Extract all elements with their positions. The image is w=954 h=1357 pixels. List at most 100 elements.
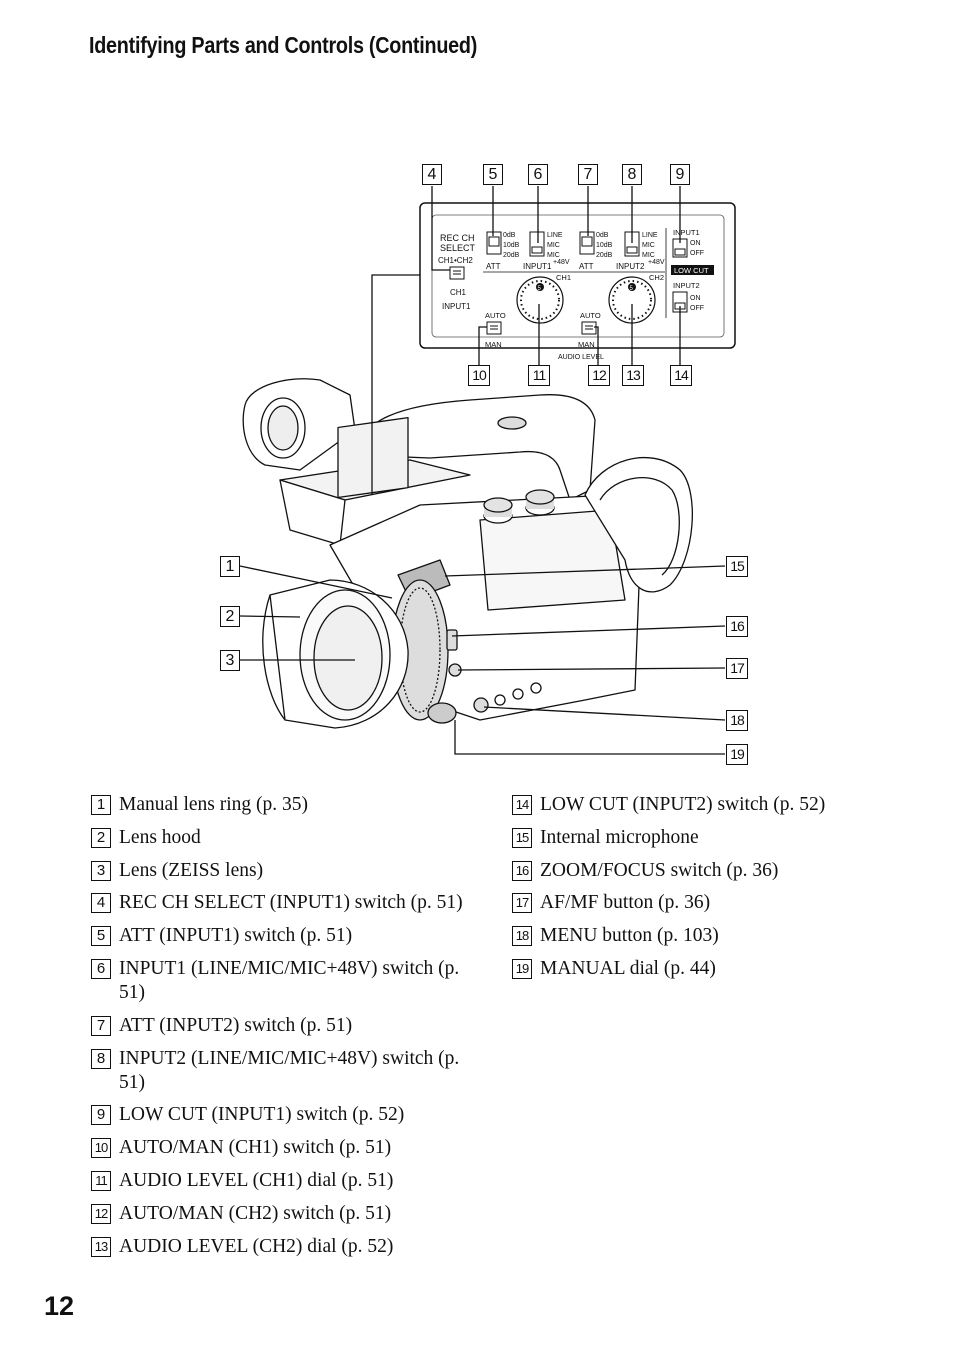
item-text: LOW CUT (INPUT1) switch (p. 52) [119, 1104, 405, 1126]
input1-label: INPUT1 [442, 302, 471, 311]
item-text: AUTO/MAN (CH1) switch (p. 51) [119, 1137, 392, 1159]
att2-label: ATT [579, 262, 594, 271]
item-text: AUDIO LEVEL (CH1) dial (p. 51) [119, 1169, 394, 1191]
att1-10db: 10dB [503, 242, 520, 249]
item-text: INPUT1 (LINE/MIC/MIC+48V) switch (p. 51) [119, 957, 460, 1003]
rec-ch-label-1: REC CH [440, 233, 475, 243]
dial1-mark: 5 [538, 286, 542, 292]
item-number: 10 [91, 1138, 111, 1159]
list-item: 7 ATT (INPUT2) switch (p. 51) [91, 1014, 471, 1038]
auto-man-ch2-switch [581, 321, 597, 335]
list-item: 12 AUTO/MAN (CH2) switch (p. 51) [91, 1202, 471, 1226]
item-number: 9 [91, 1105, 111, 1126]
list-item: 4 REC CH SELECT (INPUT1) switch (p. 51) [91, 891, 471, 915]
manual-dial [427, 702, 457, 724]
leader-lines [239, 186, 726, 755]
rec-ch-switch [449, 266, 465, 280]
item-number: 5 [91, 926, 111, 947]
att2-20db: 20dB [596, 252, 613, 259]
list-item: 8 INPUT2 (LINE/MIC/MIC+48V) switch (p. 51… [91, 1047, 471, 1095]
eyecup [584, 456, 693, 593]
att2-0db: 0dB [596, 232, 609, 239]
item-number: 19 [512, 958, 532, 979]
item-text: INPUT2 (LINE/MIC/MIC+48V) switch (p. 51) [119, 1047, 460, 1093]
item-text: Manual lens ring (p. 35) [119, 794, 309, 815]
item-number: 3 [91, 860, 111, 881]
in1-mic48: MIC [547, 252, 560, 259]
item-text: AUTO/MAN (CH2) switch (p. 51) [119, 1202, 392, 1224]
item-text: ATT (INPUT1) switch (p. 51) [119, 925, 353, 947]
item-number: 2 [91, 827, 111, 848]
low-cut-label: LOW CUT [674, 266, 709, 275]
item-text: ATT (INPUT2) switch (p. 51) [119, 1014, 353, 1036]
man2-label: MAN [578, 340, 595, 349]
callout-18: 18 [726, 710, 748, 731]
item-number: 12 [91, 1203, 111, 1224]
callout-11: 11 [528, 365, 550, 386]
camcorder-illustration: REC CH SELECT CH1•CH2 CH1 INPUT1 0dB 10d… [239, 186, 736, 755]
item-number: 11 [91, 1170, 111, 1191]
callout-10: 10 [468, 365, 490, 386]
callout-19: 19 [726, 744, 748, 765]
in1-line: LINE [547, 232, 563, 239]
menu-button [473, 697, 489, 713]
lowcut-input1-label: INPUT1 [673, 228, 700, 237]
att2-10db: 10dB [596, 242, 613, 249]
list-item: 9 LOW CUT (INPUT1) switch (p. 52) [91, 1103, 471, 1127]
in2-48v: +48V [648, 259, 665, 266]
ch1-label: CH1 [450, 288, 467, 297]
callout-17: 17 [726, 658, 748, 679]
item-number: 7 [91, 1015, 111, 1036]
callout-16: 16 [726, 616, 748, 637]
auto1-label: AUTO [485, 311, 506, 320]
lc1-off: OFF [690, 250, 704, 257]
audio-level-ch1-dial [516, 276, 564, 324]
page-title: Identifying Parts and Controls (Continue… [89, 32, 478, 58]
item-text: MANUAL dial (p. 44) [540, 957, 716, 979]
callout-9: 9 [670, 164, 690, 185]
item-number: 4 [91, 893, 111, 914]
callout-8: 8 [622, 164, 642, 185]
callout-5: 5 [483, 164, 503, 185]
in1-label: INPUT1 [523, 262, 552, 271]
att1-label: ATT [486, 262, 501, 271]
item-text: LOW CUT (INPUT2) switch (p. 52) [540, 794, 826, 815]
page-number: 12 [44, 1291, 75, 1321]
item-text: Lens (ZEISS lens) [119, 859, 264, 881]
list-item: 5 ATT (INPUT1) switch (p. 51) [91, 924, 471, 948]
auto-man-ch1-switch [486, 321, 502, 335]
ch1-dial-label: CH1 [556, 273, 571, 282]
in2-mic: MIC [642, 242, 655, 249]
in2-label: INPUT2 [616, 262, 645, 271]
item-number: 8 [91, 1048, 111, 1069]
callout-14: 14 [670, 365, 692, 386]
zoom-focus-switch [446, 629, 458, 651]
callout-2: 2 [220, 606, 240, 627]
callout-13: 13 [622, 365, 644, 386]
in2-line: LINE [642, 232, 658, 239]
ch1-ch2-label: CH1•CH2 [438, 256, 473, 265]
callout-7: 7 [578, 164, 598, 185]
lc2-off: OFF [690, 305, 704, 312]
item-text: REC CH SELECT (INPUT1) switch (p. 51) [119, 892, 463, 914]
list-item: 10 AUTO/MAN (CH1) switch (p. 51) [91, 1136, 471, 1160]
item-number: 1 [91, 795, 111, 815]
item-text: Internal microphone [540, 826, 699, 848]
item-number: 18 [512, 926, 532, 947]
item-text: MENU button (p. 103) [540, 925, 719, 947]
item-text: ZOOM/FOCUS switch (p. 36) [540, 859, 779, 881]
list-item: 19 MANUAL dial (p. 44) [512, 957, 892, 981]
dial2-mark: 5 [630, 286, 634, 292]
lc2-on: ON [690, 295, 701, 302]
callout-6: 6 [528, 164, 548, 185]
camcorder-body [242, 378, 693, 729]
ch2-dial-label: CH2 [649, 273, 664, 282]
list-item: 3 Lens (ZEISS lens) [91, 859, 471, 883]
